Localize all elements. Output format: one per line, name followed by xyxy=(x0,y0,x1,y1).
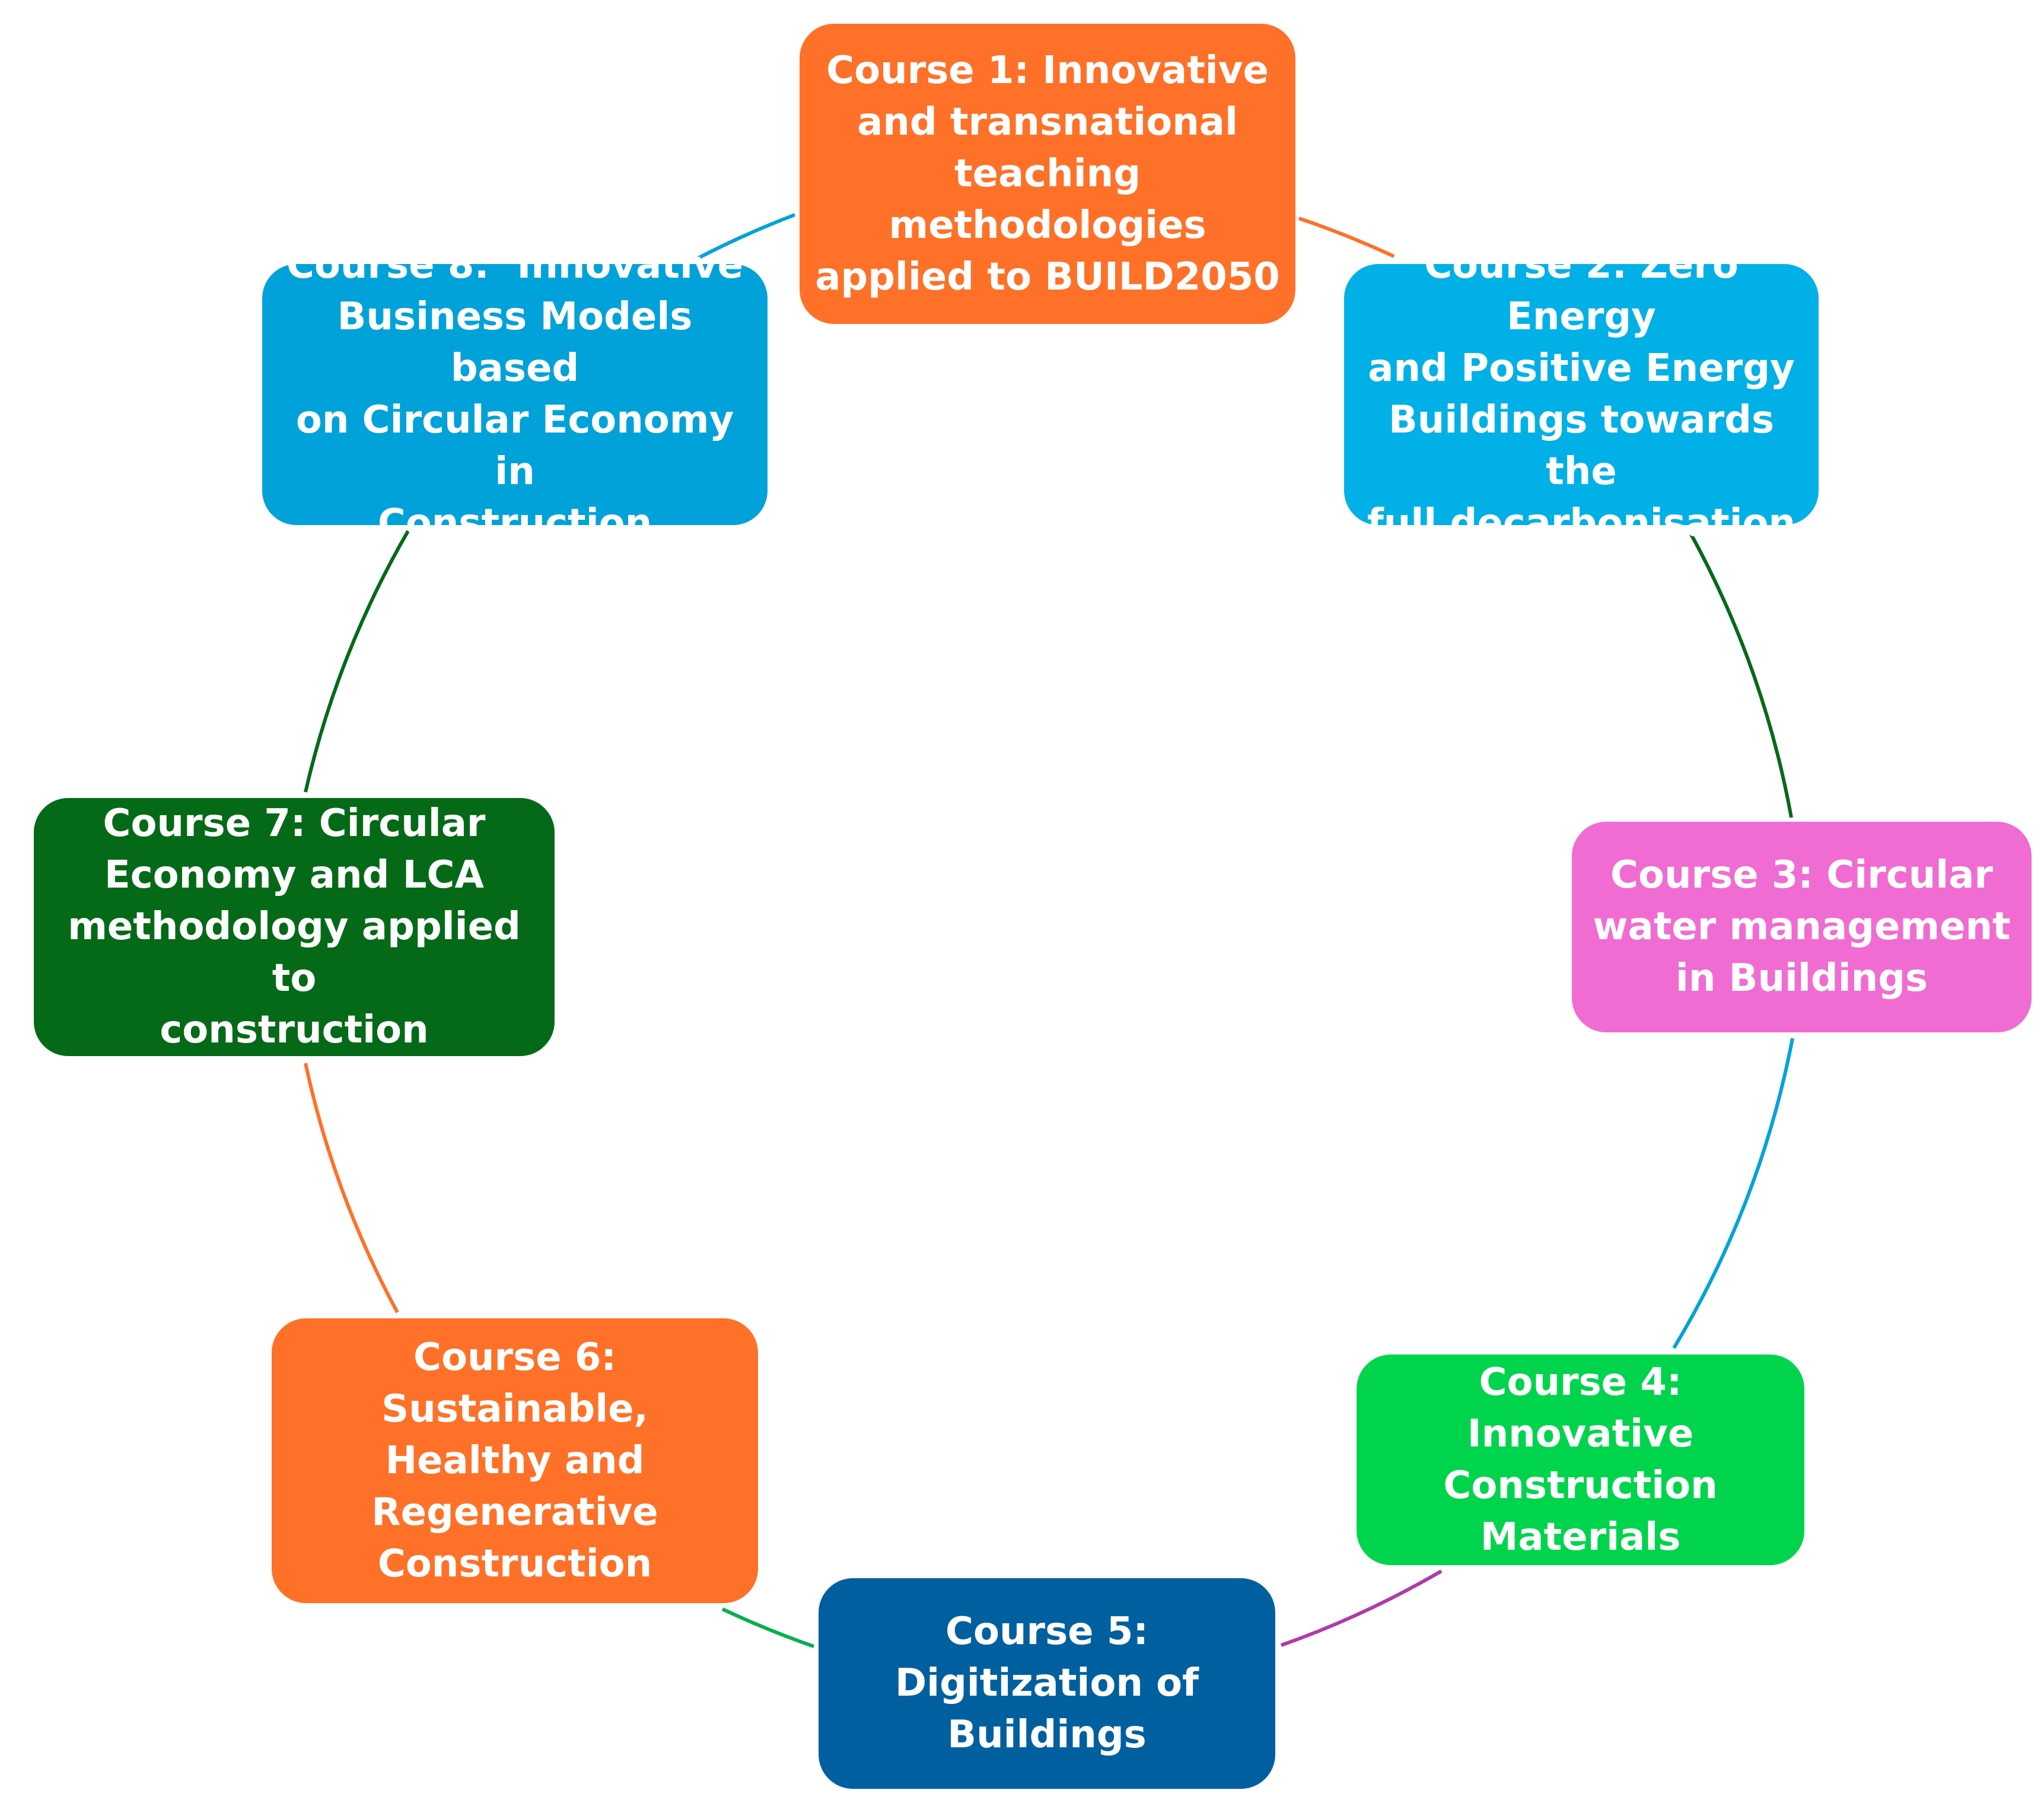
course-6-box: Course 6: Sustainable, Healthy and Regen… xyxy=(272,1318,758,1603)
course-7-label: Course 7: Circular Economy and LCA metho… xyxy=(68,802,521,1052)
course-3-box: Course 3: Circular water management in B… xyxy=(1572,822,2032,1032)
connector-7-8 xyxy=(304,530,410,793)
course-8-label: Course 8: ’Innovative Business Models ba… xyxy=(286,243,744,545)
course-2-box: Course 2: Zero Energy and Positive Energ… xyxy=(1344,243,1819,545)
course-7-box: Course 7: Circular Economy and LCA metho… xyxy=(34,798,555,1056)
connector-2-3 xyxy=(1688,530,1793,818)
connector-5-6 xyxy=(721,1607,814,1648)
connector-4-5 xyxy=(1281,1569,1443,1647)
connector-8-1 xyxy=(696,213,796,260)
course-5-box: Course 5: Digitization of Buildings xyxy=(819,1578,1275,1789)
course-8-box: Course 8: ’Innovative Business Models ba… xyxy=(262,243,768,545)
course-2-label: Course 2: Zero Energy and Positive Energ… xyxy=(1367,243,1796,545)
connector-1-2 xyxy=(1298,217,1395,258)
course-5-label: Course 5: Digitization of Buildings xyxy=(895,1610,1199,1757)
course-4-label: Course 4: Innovative Construction Materi… xyxy=(1443,1360,1718,1559)
course-3-label: Course 3: Circular water management in B… xyxy=(1593,853,2011,1000)
connector-6-7 xyxy=(304,1063,399,1314)
connector-3-4 xyxy=(1672,1038,1794,1349)
course-1-label: Course 1: Innovative and transnational t… xyxy=(815,48,1280,299)
course-4-box: Course 4: Innovative Construction Materi… xyxy=(1357,1355,1804,1565)
course-1-box: Course 1: Innovative and transnational t… xyxy=(800,24,1295,324)
course-6-label: Course 6: Sustainable, Healthy and Regen… xyxy=(371,1335,658,1586)
